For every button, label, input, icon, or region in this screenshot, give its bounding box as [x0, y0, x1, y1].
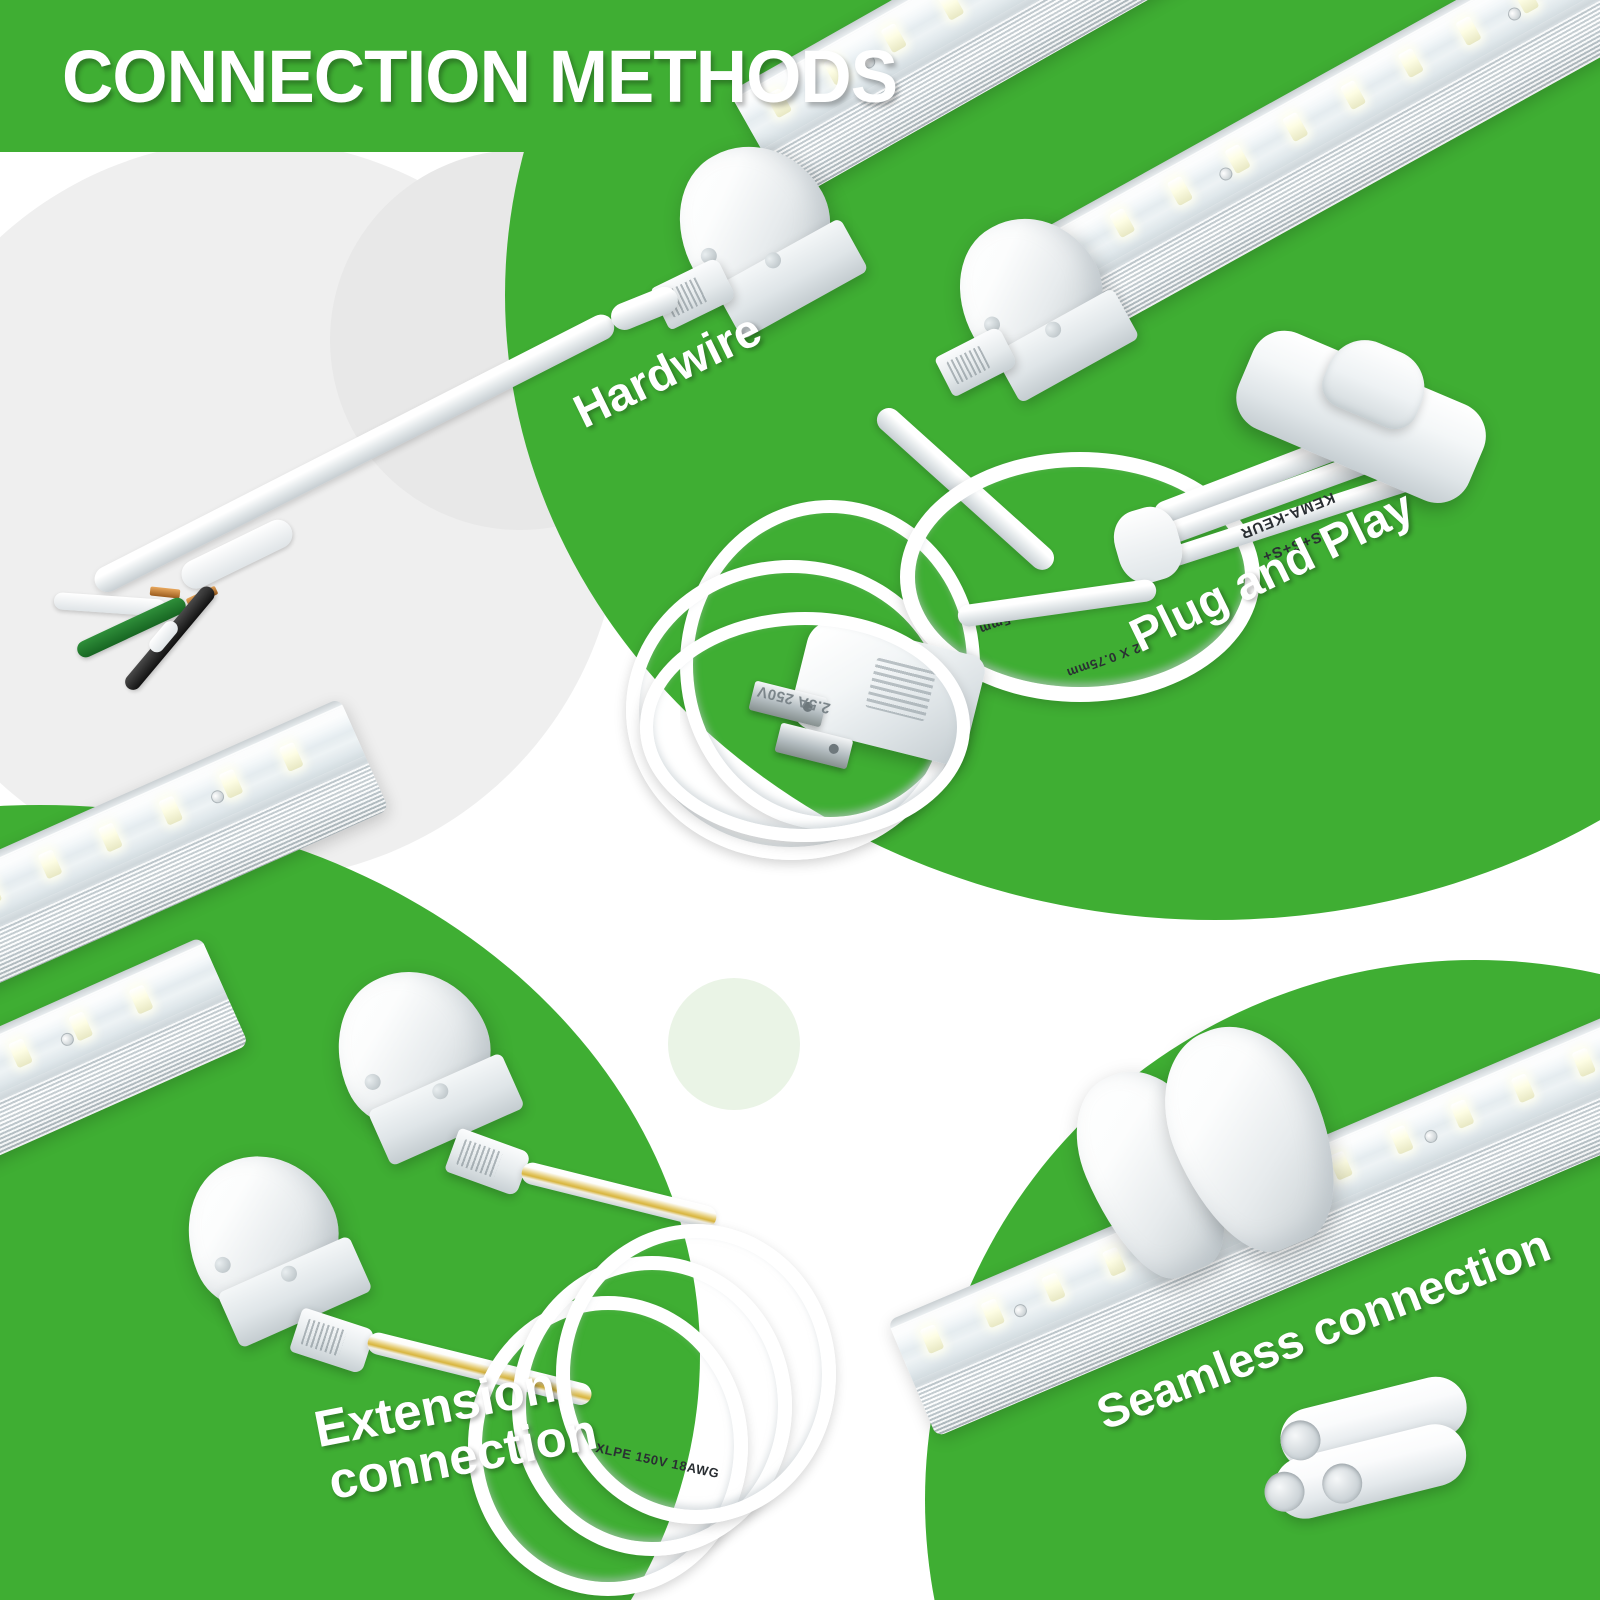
decorative-pale-green-dot: [668, 978, 800, 1110]
page-title: CONNECTION METHODS: [62, 35, 898, 118]
plug-cord-loop: [640, 612, 970, 842]
green-shape-bottom-left-fill: [0, 1240, 420, 1600]
